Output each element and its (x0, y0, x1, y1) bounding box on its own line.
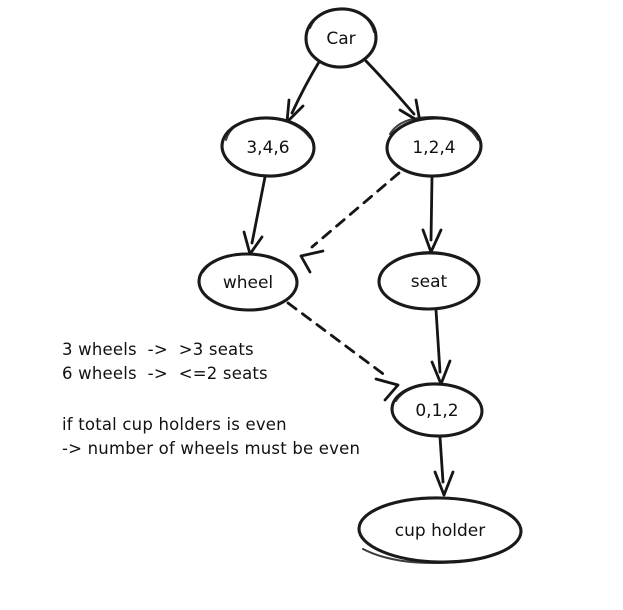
edge-seat-vals-to-wheel-dashed (299, 171, 401, 274)
node-cup-values-label: 0,1,2 (415, 401, 458, 421)
node-cup-holder-shape (357, 496, 523, 564)
edge-car-to-wheel-vals (285, 60, 321, 124)
edge-wheel-to-cup-vals-dashed (286, 301, 400, 402)
node-seat-values-label: 1,2,4 (412, 138, 455, 158)
node-seat-values[interactable]: 1,2,4 (385, 116, 483, 178)
node-cup-holder-overdraw (362, 540, 518, 565)
node-seat-overdraw (385, 251, 477, 271)
node-car-label: Car (326, 29, 355, 49)
node-seat-label: seat (411, 272, 448, 292)
node-wheel-label: wheel (223, 273, 273, 293)
node-seat[interactable]: seat (377, 251, 481, 311)
node-cup-values-overdraw (395, 383, 480, 403)
node-wheel-values-label: 3,4,6 (246, 138, 289, 158)
node-cup-holder-label: cup holder (395, 521, 485, 541)
node-seat-values-overdraw (389, 116, 479, 141)
annotations-layer: 3 wheels -> >3 seats 6 wheels -> <=2 sea… (62, 340, 360, 458)
edge-wheel-vals-to-wheel (242, 175, 267, 256)
constraint-line-2: 6 wheels -> <=2 seats (62, 364, 268, 383)
node-car-overdraw (309, 8, 375, 33)
nodes-layer: Car 3,4,6 1,2,4 wheel (197, 7, 523, 565)
node-wheel-values-overdraw (225, 117, 311, 141)
edge-car-to-seat-vals (364, 59, 422, 124)
node-cup-holder[interactable]: cup holder (357, 496, 523, 565)
node-wheel-values[interactable]: 3,4,6 (220, 116, 316, 178)
node-cup-values[interactable]: 0,1,2 (390, 382, 484, 438)
constraint-line-4: -> number of wheels must be even (62, 439, 360, 458)
node-car[interactable]: Car (304, 7, 378, 69)
constraint-line-1: 3 wheels -> >3 seats (62, 340, 254, 359)
edge-seat-vals-to-seat (421, 175, 443, 254)
edge-cup-vals-to-cup-holder (433, 435, 455, 497)
constraint-line-3: if total cup holders is even (62, 415, 287, 434)
edge-seat-to-cup-vals (430, 308, 452, 386)
node-wheel[interactable]: wheel (197, 252, 299, 312)
node-wheel-overdraw (202, 253, 294, 273)
